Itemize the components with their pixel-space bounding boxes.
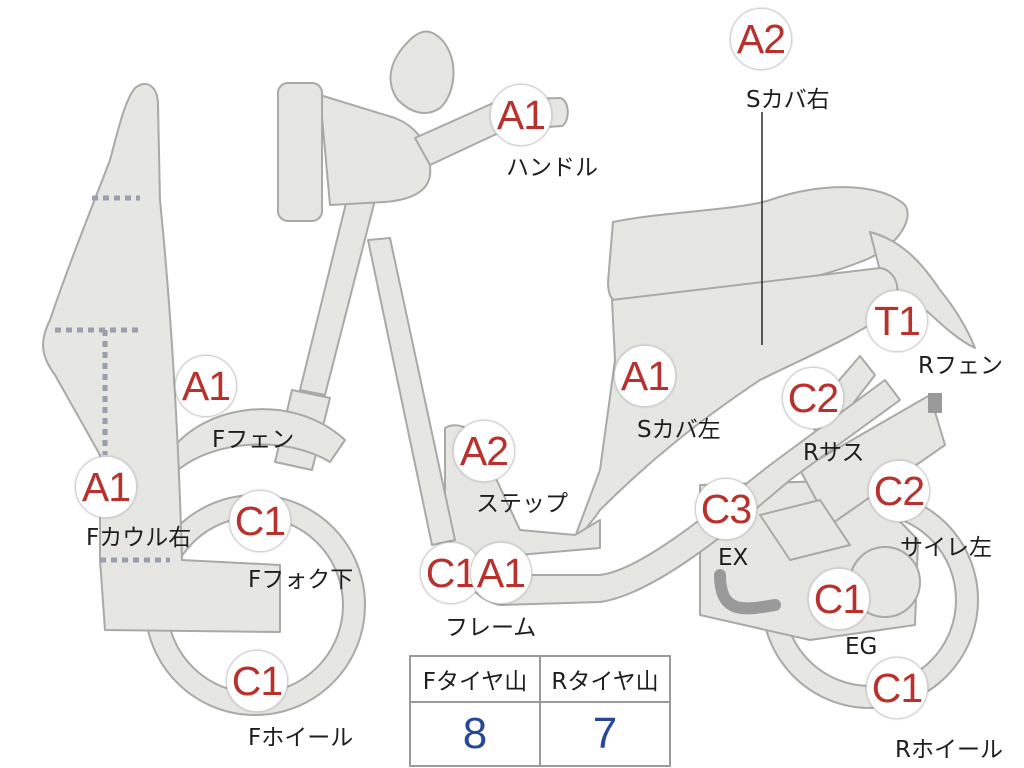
badge-c1-fwheel: C1 (226, 650, 288, 712)
label-f-fender: Fフェン (212, 427, 295, 453)
label-r-suspension: Rサス (803, 440, 865, 466)
label-ex: EX (718, 545, 749, 571)
rear-fender (869, 231, 976, 349)
grip-housing (277, 82, 323, 222)
value-front-tire: 8 (409, 701, 541, 767)
label-eg: EG (845, 634, 878, 660)
front-fender (167, 408, 346, 471)
badge-a1-ffender: A1 (175, 355, 237, 417)
label-handle: ハンドル (506, 155, 598, 181)
badge-a1-handle: A1 (490, 84, 552, 146)
headlight (389, 30, 455, 115)
badge-c3-ex: C3 (695, 478, 757, 540)
badge-c1-eg: C1 (808, 568, 870, 630)
table-value-row: 8 7 (409, 701, 671, 767)
table-header-row: Fタイヤ山 Rタイヤ山 (409, 655, 671, 703)
badge-a1-frame: A1 (470, 542, 532, 604)
value-rear-tire: 7 (539, 701, 671, 767)
badge-c2-sileft: C2 (868, 460, 930, 522)
label-f-cowl-right: Fカウル右 (86, 525, 192, 551)
label-r-fender: Rフェン (918, 353, 1003, 379)
badge-c1-rwheel: C1 (866, 657, 928, 719)
label-step: ステップ (476, 491, 568, 517)
label-s-cover-right: Sカバ右 (746, 87, 830, 113)
down-tube (367, 237, 456, 546)
front-fork (299, 194, 376, 396)
badge-t1: T1 (866, 290, 928, 352)
handlebar-body (319, 94, 432, 206)
header-rear-tire: Rタイヤ山 (539, 655, 671, 703)
label-f-wheel: Fホイール (248, 725, 354, 751)
label-r-wheel: Rホイール (895, 737, 1003, 763)
label-f-fork-lower: Fフォク下 (248, 567, 354, 593)
badge-c1-ffork: C1 (229, 490, 291, 552)
label-frame: フレーム (445, 615, 537, 641)
badge-a1-fcowl: A1 (75, 456, 137, 518)
silencer-tip (928, 393, 942, 413)
badge-a1-scover-left: A1 (614, 345, 676, 407)
badge-a2-top: A2 (730, 8, 792, 70)
badge-a2-step: A2 (453, 420, 515, 482)
label-s-cover-left: Sカバ左 (637, 417, 721, 443)
swing-arm (759, 499, 851, 561)
badge-c2-rsus: C2 (782, 367, 844, 429)
label-silencer-left: サイレ左 (900, 535, 992, 561)
header-front-tire: Fタイヤ山 (409, 655, 541, 703)
exhaust-pipe (714, 569, 781, 615)
tire-tread-table: Fタイヤ山 Rタイヤ山 8 7 (409, 655, 671, 767)
